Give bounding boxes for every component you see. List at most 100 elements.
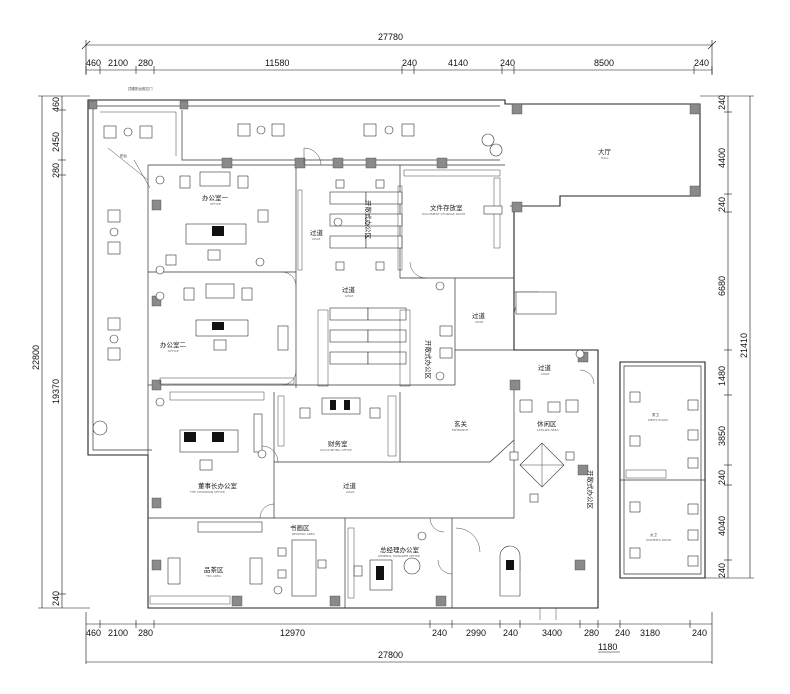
reading-sub: READING AREA	[292, 532, 316, 536]
open-office1-label: 开敞式办公区	[364, 200, 373, 240]
bottom-seg-3: 12970	[280, 628, 305, 638]
female-wc-label: 女卫	[650, 532, 658, 537]
hall-label: 大厅	[598, 147, 612, 156]
file-storage-label: 文件存放室	[430, 203, 463, 212]
top-seg-5: 4140	[448, 58, 468, 68]
right-seg-1: 4400	[717, 148, 727, 168]
office1-sub: OFFICE	[210, 202, 221, 206]
reading-label: 书画区	[290, 523, 310, 532]
open-office2-furniture	[317, 307, 453, 387]
office1-label: 办公室一	[202, 193, 229, 202]
balcony-label: 阳台	[120, 153, 127, 158]
tea-sub: TEA AREA	[205, 574, 222, 578]
top-seg-3: 11580	[265, 58, 289, 68]
leisure-sub: LEISURE AREA	[537, 428, 560, 432]
open-office3-label: 开敞式办公区	[586, 470, 595, 510]
right-seg-7: 4040	[717, 516, 727, 536]
right-seg-2: 240	[717, 197, 727, 212]
bottom-seg-10: 3180	[640, 628, 660, 638]
chairman-furniture	[169, 391, 265, 471]
door-swings	[259, 147, 595, 575]
top-seg-4: 240	[402, 58, 417, 68]
top-seg-0: 460	[86, 58, 101, 68]
top-seg-2: 280	[138, 58, 153, 68]
bottom-seg-2: 280	[138, 628, 153, 638]
right-seg-3: 6680	[717, 276, 727, 296]
left-seg-3: 19370	[51, 379, 61, 404]
bottom-seg-9: 240	[615, 628, 630, 638]
bottom-seg-7: 3400	[542, 628, 562, 638]
balcony-door-note: 顶楼阳台推拉门	[128, 86, 153, 91]
finance-furniture	[277, 395, 397, 457]
leisure-furniture	[509, 399, 579, 503]
corridor1-sub: AISLE	[312, 237, 321, 241]
male-wc-label: 男卫	[652, 412, 660, 417]
office2-sub: OFFICE	[168, 349, 179, 353]
open-office2-label: 开敞式办公区	[424, 340, 433, 380]
corridor1-label: 过道	[310, 228, 324, 237]
office2-label: 办公室二	[160, 340, 187, 349]
bottom-seg-0: 460	[86, 628, 101, 638]
office1-furniture	[165, 171, 269, 266]
right-seg-8: 240	[717, 563, 727, 578]
corridor4-sub: AISLE	[541, 372, 550, 376]
bottom-seg-1: 2100	[108, 628, 128, 638]
chairman-sub: THE CHAIRMAN OFFICE	[189, 490, 225, 494]
bottom-seg-11: 240	[692, 628, 707, 638]
corridor-door-3	[513, 291, 557, 317]
top-dimension-lines: 27780 460 2100 280 11580 240 4140 240 85…	[81, 32, 717, 75]
hall-sub: HALL	[601, 156, 609, 160]
top-total-dimension: 27780	[378, 32, 403, 42]
left-seg-4: 240	[51, 591, 61, 606]
chairman-label: 董事长办公室	[198, 481, 238, 490]
corridor2-sub: AISLE	[345, 294, 354, 298]
right-seg-6: 240	[717, 470, 727, 485]
reception-desk	[455, 527, 557, 620]
corridor3-label: 过道	[472, 311, 486, 320]
bottom-seg-8: 280	[584, 628, 599, 638]
male-wc-sub: MEN'S ROOM	[648, 418, 668, 422]
female-wc-sub: WOMEN'S ROOM	[646, 538, 672, 542]
gm-office-furniture	[347, 527, 421, 599]
top-seg-7: 8500	[594, 58, 614, 68]
corridor5-label: 过道	[343, 481, 357, 490]
gm-office-sub: GENERAL MANAGER OFFICE	[378, 554, 420, 558]
finance-label: 财务室	[328, 439, 348, 448]
finance-sub: ACCOUNTING OFFICE	[320, 448, 352, 452]
right-dimension-lines: 21410 240 4400 240 6680 1480 3850 240 40…	[700, 95, 754, 579]
corridor4-label: 过道	[538, 363, 552, 372]
corridor5-sub: AISLE	[346, 490, 355, 494]
reading-tea-furniture	[149, 521, 327, 605]
right-seg-4: 1480	[717, 366, 727, 386]
left-seg-2: 280	[51, 163, 61, 178]
tea-label: 品茶区	[204, 565, 224, 574]
office2-furniture	[159, 283, 295, 385]
bottom-sub-dimension: 1180	[598, 642, 617, 652]
open-office1-furniture	[297, 179, 403, 271]
top-seg-6: 240	[500, 58, 515, 68]
gm-office-label: 总经理办公室	[380, 545, 420, 554]
left-seg-0: 460	[51, 97, 61, 112]
interior-walls	[147, 164, 560, 608]
bottom-seg-5: 2990	[466, 628, 486, 638]
balcony-furniture	[92, 123, 503, 436]
right-seg-0: 240	[717, 95, 727, 110]
leisure-label: 休闲区	[537, 419, 557, 428]
bottom-dimension-lines: 460 2100 280 12970 240 2990 240 3400 280…	[85, 612, 713, 664]
left-seg-1: 2450	[51, 132, 61, 152]
corridor2-label: 过道	[342, 285, 356, 294]
bottom-seg-6: 240	[503, 628, 518, 638]
bottom-seg-4: 240	[432, 628, 447, 638]
entrance-sub: ENTRANCE	[452, 428, 468, 432]
corridor3-sub: AISLE	[475, 320, 484, 324]
left-total-dimension: 22800	[31, 345, 41, 370]
file-storage-furniture	[403, 169, 503, 249]
plants	[155, 175, 585, 595]
top-seg-1: 2100	[108, 58, 128, 68]
left-dimension-lines: 22800 460 2450 280 19370 240	[31, 95, 90, 609]
bottom-total-dimension: 27800	[378, 650, 403, 660]
right-total-dimension: 21410	[739, 333, 749, 358]
right-seg-5: 3850	[717, 426, 727, 446]
entrance-label: 玄关	[454, 419, 468, 428]
